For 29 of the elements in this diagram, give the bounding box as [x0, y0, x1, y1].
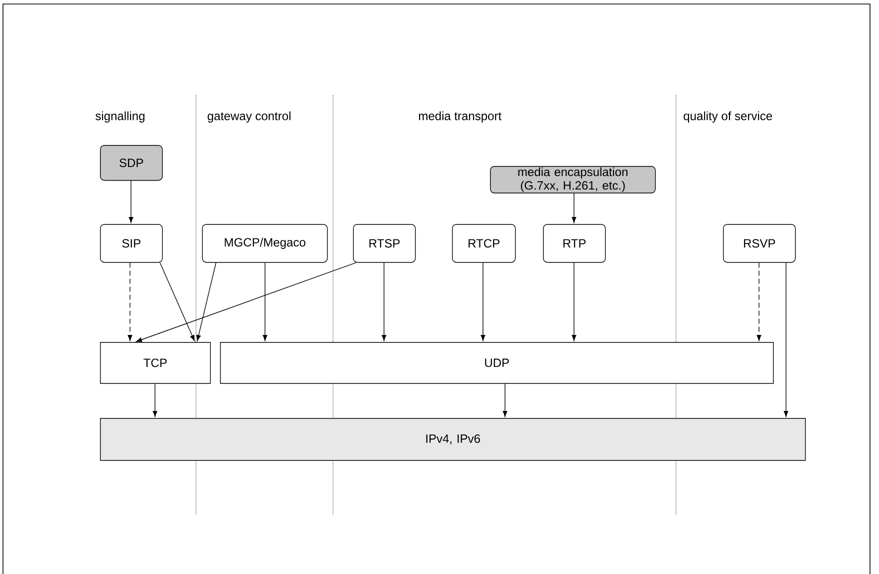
protocol-box: MGCP/Megaco [202, 224, 328, 263]
column-heading: media transport [419, 111, 502, 123]
protocol-box: RSVP [723, 224, 796, 263]
network-layer-bar: IPv4, IPv6 [100, 418, 806, 461]
protocol-box: media encapsulation (G.7xx, H.261, etc.) [490, 166, 656, 194]
arrow [128, 262, 132, 341]
arrow [382, 262, 386, 341]
arrow [784, 262, 788, 417]
arrow [480, 262, 486, 341]
arrow [128, 180, 134, 223]
protocol-box: SIP [100, 224, 163, 263]
arrow [196, 262, 216, 341]
protocol-box: RTCP [452, 224, 516, 263]
arrow [756, 262, 762, 341]
arrow [152, 383, 158, 417]
column-heading: gateway control [208, 111, 290, 123]
arrow [160, 262, 195, 341]
protocol-box: RTP [543, 224, 606, 263]
protocol-box: RTSP [353, 224, 416, 263]
column-heading: signalling [96, 111, 144, 123]
transport-box: UDP [220, 342, 774, 384]
arrow [572, 193, 576, 223]
protocol-box: SDP [100, 145, 163, 181]
arrow [136, 262, 356, 342]
arrow [502, 383, 508, 417]
column-heading: quality of service [684, 111, 772, 123]
arrow [572, 262, 576, 341]
transport-box: TCP [100, 342, 211, 384]
arrow [262, 262, 268, 341]
